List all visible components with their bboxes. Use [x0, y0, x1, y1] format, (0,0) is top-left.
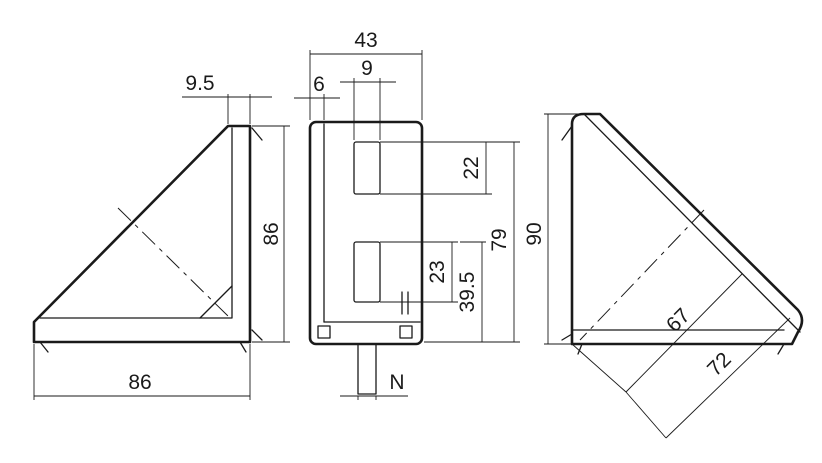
dim-diag-outer-label: 72 — [703, 348, 736, 381]
dim-left-height-label: 86 — [260, 222, 283, 245]
left-outline — [32, 124, 252, 344]
right-centerline — [579, 209, 705, 341]
dim-line-diag-outer — [665, 317, 791, 439]
dim-slot-upper-label: 22 — [460, 156, 483, 179]
dim-left-width-label: 86 — [128, 371, 151, 394]
dim-front-width-label: 43 — [354, 29, 377, 52]
front-foot-right — [399, 325, 413, 339]
dim-line-diag-inner — [625, 273, 743, 393]
left-web-edge — [199, 285, 233, 319]
front-screw-mark — [401, 291, 409, 315]
left-inner-edge — [39, 127, 233, 319]
left-tabs — [39, 127, 263, 353]
dim-slot-center-label: 39.5 — [456, 272, 479, 313]
dim-right-height-label: 90 — [523, 222, 546, 245]
dim-ext-line — [571, 343, 627, 393]
dim-left-offset-label: 9.5 — [185, 72, 214, 95]
dim-ext-line — [625, 391, 667, 439]
dim-front-height-label: 79 — [488, 228, 511, 251]
front-view: 43 9 6 22 23 39.5 79 N — [294, 29, 520, 400]
left-centerline — [117, 207, 231, 319]
dim-diag-inner-label: 67 — [662, 304, 695, 337]
dim-front-slot-label: 9 — [361, 57, 373, 80]
front-foot-left — [317, 325, 331, 339]
front-slot-lower — [353, 241, 381, 303]
front-t-nut — [357, 343, 377, 395]
right-outline — [570, 112, 804, 346]
front-slot-upper — [353, 141, 381, 195]
front-outline — [308, 120, 424, 346]
right-tabs — [561, 125, 785, 355]
dim-nut-label: N — [389, 371, 404, 394]
right-view: 90 67 72 — [523, 112, 804, 439]
dim-front-offset-label: 6 — [313, 73, 325, 96]
dim-slot-lower-label: 23 — [426, 260, 449, 283]
left-view: 86 86 9.5 — [32, 72, 290, 400]
